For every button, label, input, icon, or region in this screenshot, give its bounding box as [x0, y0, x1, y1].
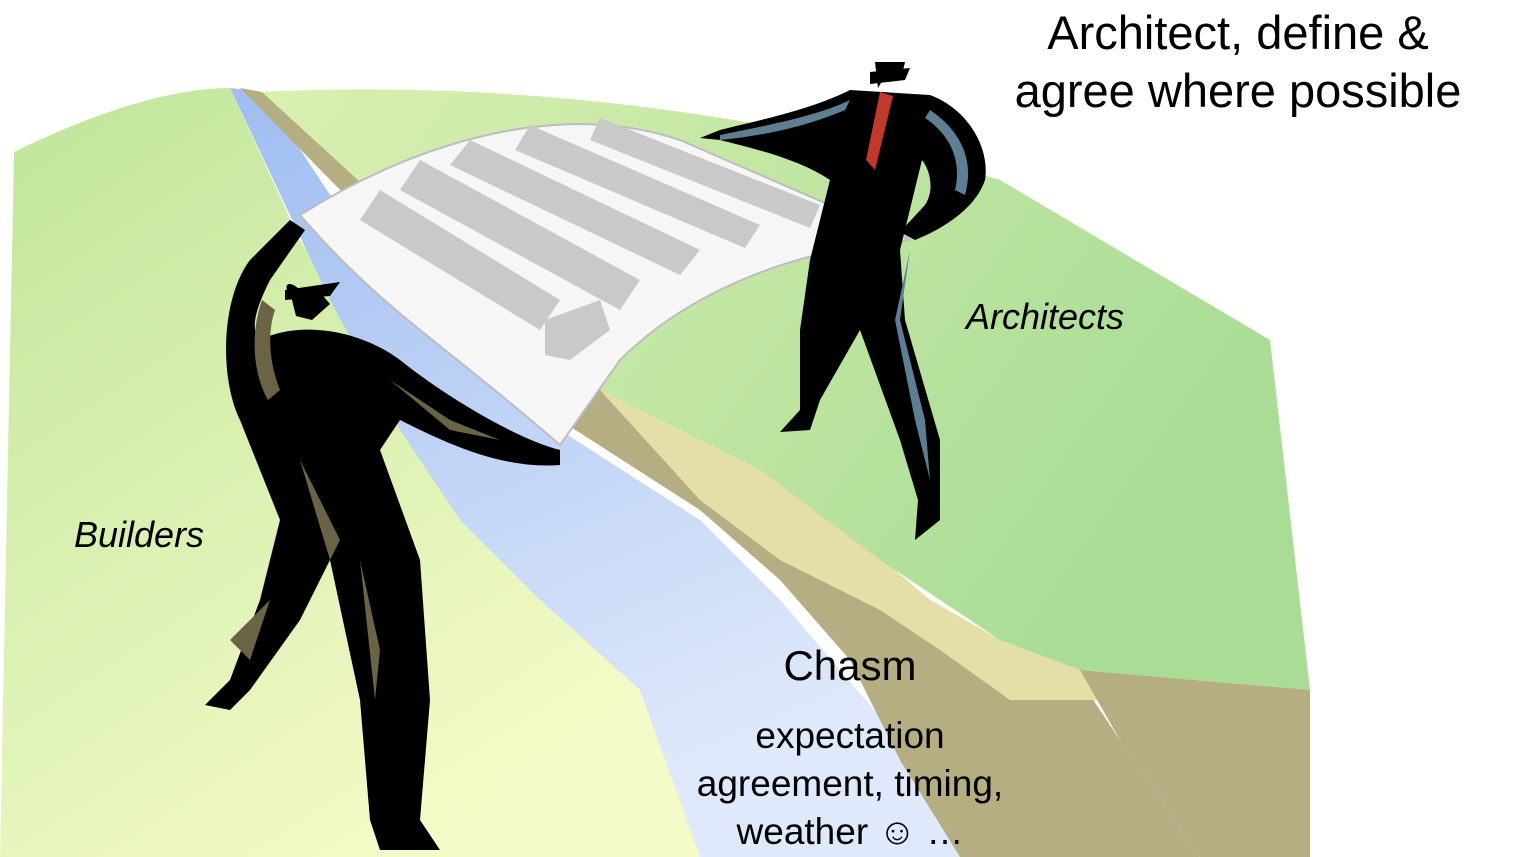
builder-figure — [205, 220, 560, 850]
builders-label: Builders — [74, 514, 205, 555]
chasm-river — [230, 88, 960, 857]
architects-label: Architects — [966, 296, 1125, 337]
slide-title: Architect, define & agree where possible — [978, 4, 1498, 120]
document-blueprint — [298, 118, 911, 447]
chasm-line-2: agreement, timing, — [696, 763, 1004, 804]
title-line-2: agree where possible — [1014, 64, 1462, 117]
chasm-line-1: expectation — [755, 715, 945, 756]
architect-figure — [700, 62, 986, 540]
cliff-edge — [240, 88, 1200, 857]
chasm-label: Chasm — [783, 642, 917, 689]
title-line-1: Architect, define & — [1047, 6, 1429, 59]
chasm-description: expectation agreement, timing, weather ☺… — [640, 712, 1060, 856]
chasm-line-3: weather ☺ … — [736, 811, 964, 852]
